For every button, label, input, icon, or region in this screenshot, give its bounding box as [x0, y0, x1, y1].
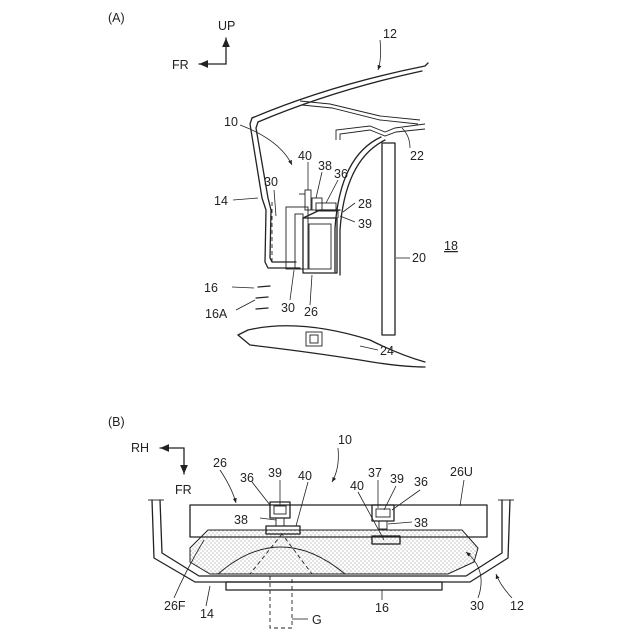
label-12: 12	[383, 27, 397, 41]
bracket-26-inner	[309, 224, 331, 269]
label-b26f: 26F	[164, 599, 186, 613]
label-b38b: 38	[414, 516, 428, 530]
leader-b12	[496, 574, 512, 598]
panel-a-title: (A)	[108, 11, 125, 25]
direction-indicator-b: RH FR	[131, 441, 192, 497]
label-14: 14	[214, 194, 228, 208]
label-b36b: 36	[414, 475, 428, 489]
lamp-body-30-inner	[295, 214, 303, 269]
reinforcement-upper	[300, 101, 420, 120]
leader-b36a	[252, 482, 270, 505]
grille-16-bar-1	[258, 286, 270, 287]
direction-indicator-a: UP FR	[172, 19, 235, 72]
lower-box	[306, 332, 322, 346]
clip-38-left	[276, 518, 284, 526]
grille-16-bar-2	[256, 297, 268, 298]
label-24: 24	[380, 344, 394, 358]
leader-b10	[332, 448, 338, 482]
label-b36a: 36	[240, 471, 254, 485]
lamp-body-30	[286, 207, 308, 269]
panel-b: (B) RH FR	[108, 415, 524, 628]
lower-panel-24-bottom	[238, 335, 425, 367]
leader-b40a	[296, 482, 308, 526]
label-39: 39	[358, 217, 372, 231]
grille-16-bar-3	[256, 308, 268, 309]
leader-38	[316, 172, 322, 198]
label-b30: 30	[470, 599, 484, 613]
leader-b26	[220, 470, 236, 503]
label-b26u: 26U	[450, 465, 473, 479]
clip-37-right	[376, 509, 390, 517]
leader-16	[232, 287, 254, 288]
panel-b-title: (B)	[108, 415, 125, 429]
up-label: UP	[218, 19, 235, 33]
leader-b14	[206, 586, 210, 606]
label-36: 36	[334, 167, 348, 181]
label-bg: G	[312, 613, 322, 627]
bottom-plate-16	[226, 582, 442, 590]
lower-box-inner	[310, 335, 318, 343]
label-28: 28	[358, 197, 372, 211]
label-18: 18	[444, 239, 458, 253]
lower-panel-24-top	[238, 326, 425, 362]
label-10: 10	[224, 115, 238, 129]
fastener-left	[266, 502, 300, 534]
label-38: 38	[318, 159, 332, 173]
label-b10: 10	[338, 433, 352, 447]
leader-30-bot	[290, 270, 294, 300]
leader-39	[340, 216, 355, 222]
front-wall-inner	[256, 122, 296, 262]
label-b16: 16	[375, 601, 389, 615]
clip-38-right	[379, 521, 387, 529]
leader-30-top	[274, 190, 276, 216]
label-30-top: 30	[264, 175, 278, 189]
clip-38	[312, 198, 322, 210]
rh-label: RH	[131, 441, 149, 455]
leader-28	[343, 203, 355, 212]
label-b14: 14	[200, 607, 214, 621]
leader-12	[378, 40, 381, 70]
leader-36	[326, 180, 338, 203]
label-30-bot: 30	[281, 301, 295, 315]
clip-39	[320, 211, 338, 218]
leader-26	[310, 275, 312, 305]
panel-a: (A) UP FR	[108, 11, 458, 367]
label-26: 26	[304, 305, 318, 319]
light-source-g	[270, 576, 292, 628]
label-40: 40	[298, 149, 312, 163]
leader-b26u	[460, 480, 464, 506]
label-16a: 16A	[205, 307, 228, 321]
leader-10	[240, 125, 292, 165]
fr-label: FR	[172, 58, 189, 72]
label-b38a: 38	[234, 513, 248, 527]
label-b26: 26	[213, 456, 227, 470]
leader-b38b	[388, 522, 412, 524]
clip-39-left	[274, 506, 286, 514]
leader-14	[233, 198, 258, 200]
reinforcement-upper-2	[302, 105, 418, 124]
label-b39b: 39	[390, 472, 404, 486]
fr-label-b: FR	[175, 483, 192, 497]
clip-36-right	[372, 505, 394, 521]
label-b37: 37	[368, 466, 382, 480]
label-20: 20	[412, 251, 426, 265]
label-b12: 12	[510, 599, 524, 613]
panel-20	[382, 143, 395, 335]
label-b39a: 39	[268, 466, 282, 480]
label-b40a: 40	[298, 469, 312, 483]
leader-24	[360, 346, 378, 350]
leader-16a	[236, 300, 255, 310]
label-b40b: 40	[350, 479, 364, 493]
label-16: 16	[204, 281, 218, 295]
label-22: 22	[410, 149, 424, 163]
hood-panel-inner	[258, 71, 422, 122]
leader-b36b	[392, 490, 420, 510]
